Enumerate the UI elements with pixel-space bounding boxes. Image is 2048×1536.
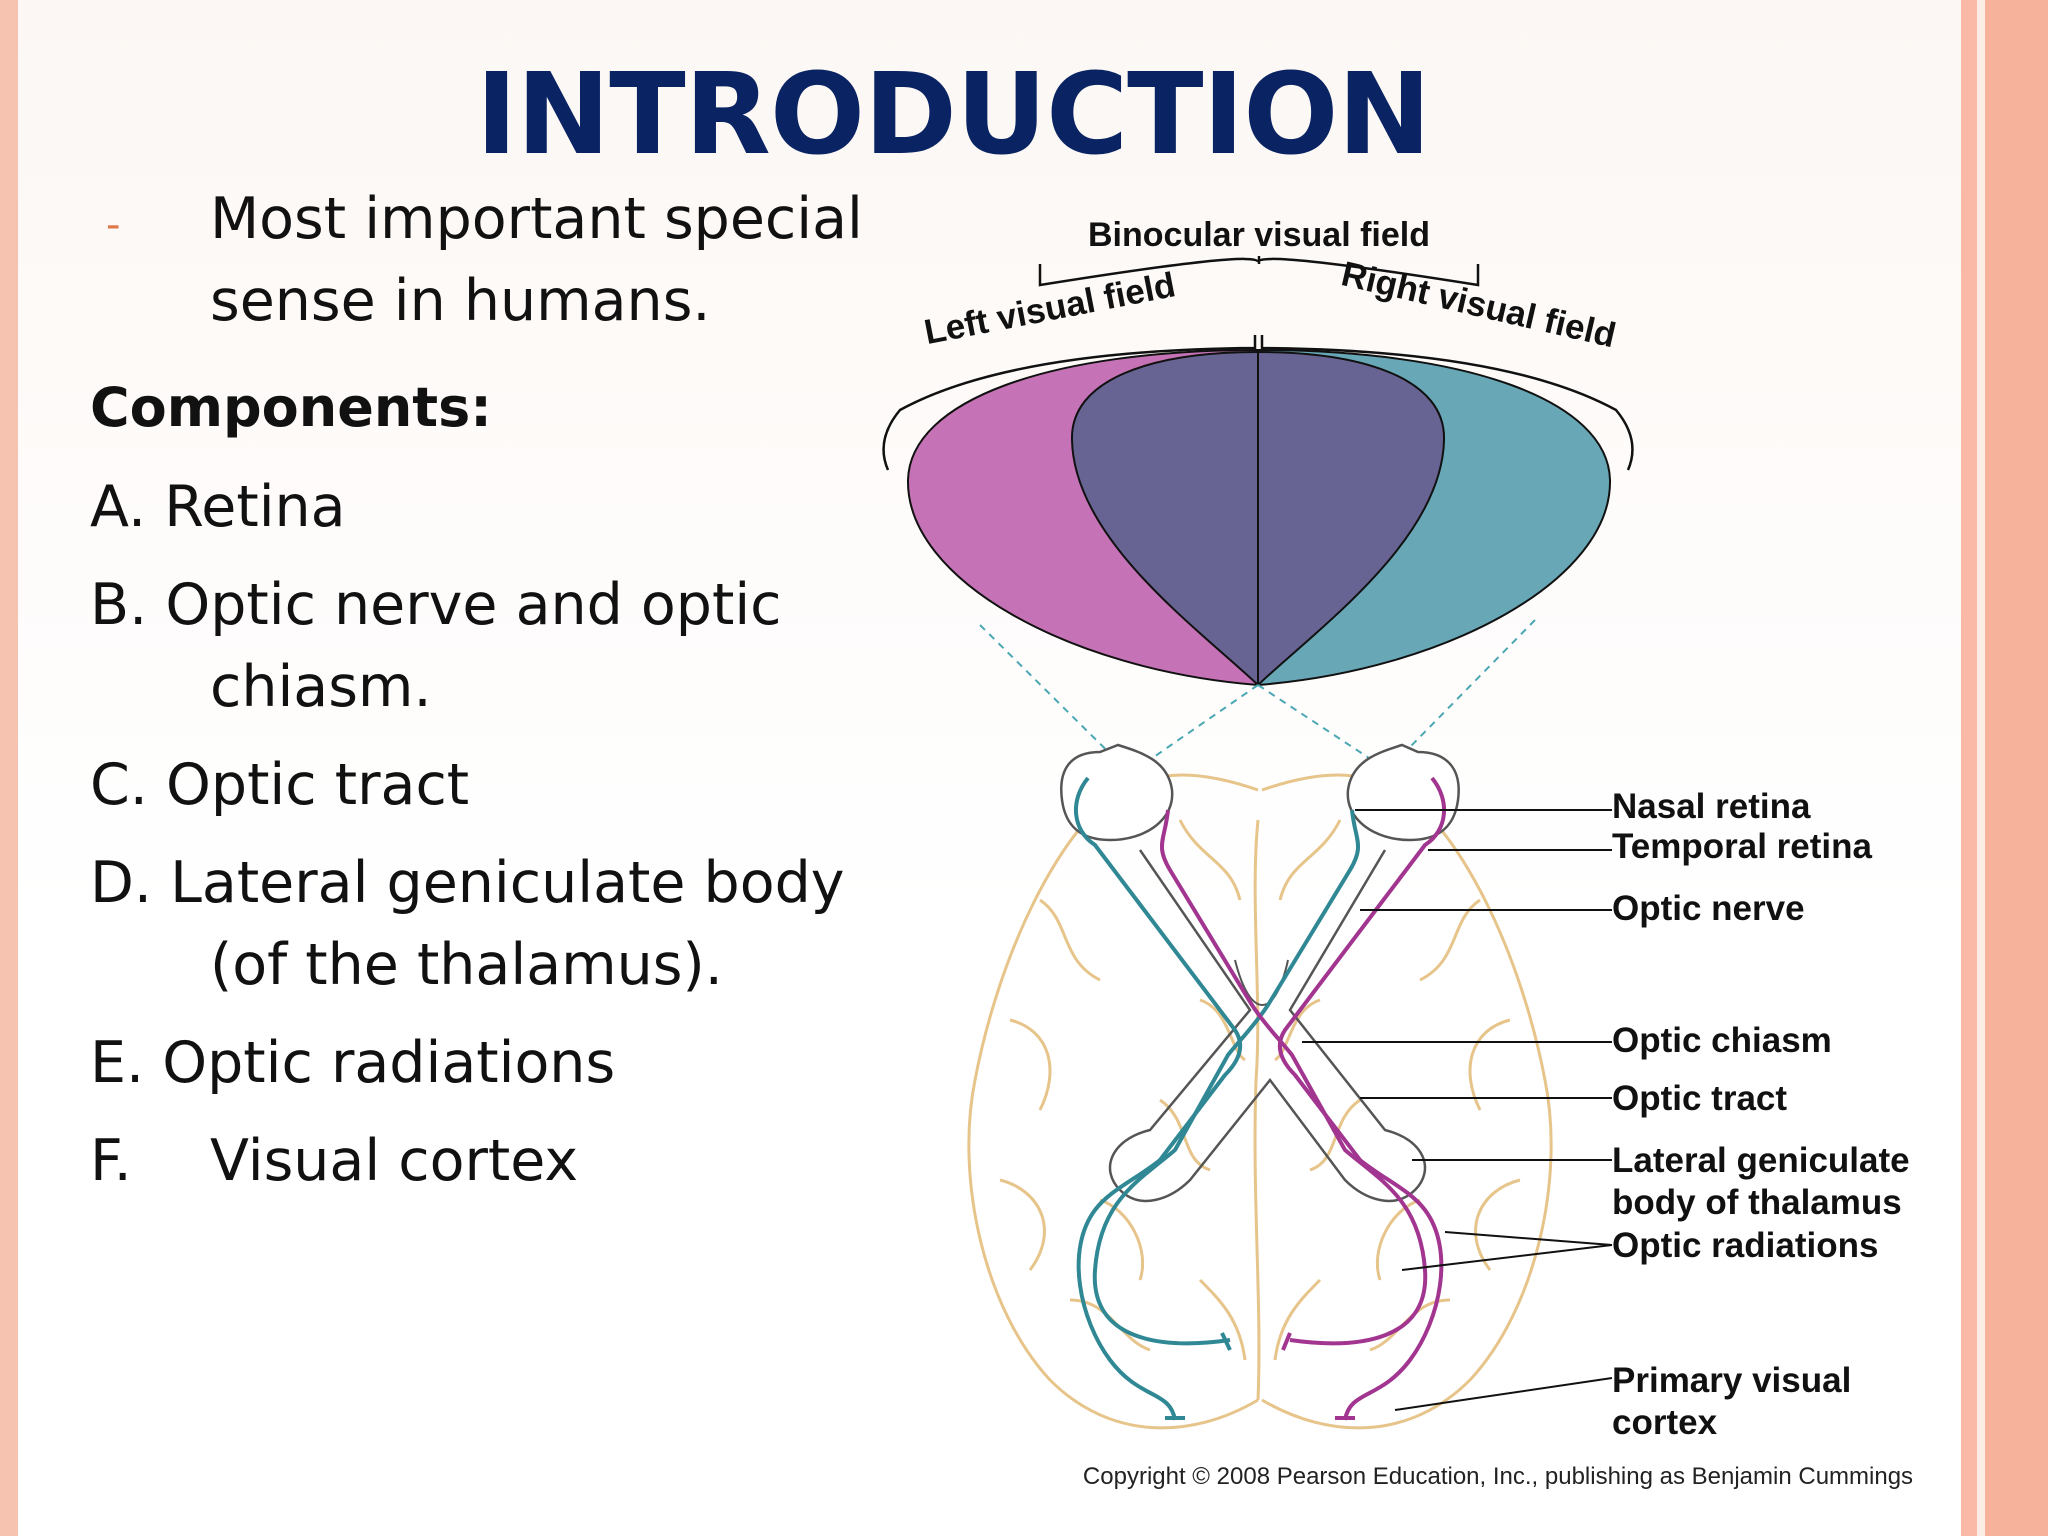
magenta-pathway (1160, 776, 1446, 1421)
slide-title: INTRODUCTION (475, 50, 1431, 180)
brain-outline (967, 773, 1553, 1430)
component-b-line-2: chiasm. (210, 654, 432, 720)
component-a: A. Retina (90, 474, 346, 540)
label-optic-nerve: Optic nerve (1612, 889, 1805, 928)
slide-border-right-outer (1985, 0, 2048, 1536)
slide: INTRODUCTION - Most important special se… (18, 0, 1961, 1536)
label-optic-chiasm: Optic chiasm (1612, 1021, 1832, 1060)
left-field-label: Left visual field (921, 265, 1179, 352)
label-cortex-line-1: Primary visual (1612, 1361, 1851, 1400)
component-b-line-1: B. Optic nerve and optic (90, 572, 782, 638)
slide-border-right-inner (1961, 0, 1977, 1536)
label-lgb-line-2: body of thalamus (1612, 1183, 1902, 1222)
chiasm-outline (1108, 849, 1427, 1203)
label-optic-tract: Optic tract (1612, 1079, 1787, 1118)
left-eye (1060, 743, 1174, 842)
label-cortex-line-2: cortex (1612, 1403, 1718, 1442)
component-c: C. Optic tract (90, 752, 470, 818)
bullet-dash: - (106, 202, 121, 248)
component-d-line-2: (of the thalamus). (210, 932, 723, 998)
right-bracket (1260, 335, 1634, 471)
label-temporal-retina: Temporal retina (1612, 827, 1873, 866)
component-e: E. Optic radiations (90, 1030, 616, 1096)
intro-line-2: sense in humans. (210, 268, 711, 334)
slide-border-right-line (1977, 0, 1985, 1536)
left-bracket (882, 335, 1257, 471)
teal-pathway (1074, 776, 1360, 1421)
leader-lines (1302, 809, 1613, 1411)
copyright-notice: Copyright © 2008 Pearson Education, Inc.… (1083, 1463, 1913, 1490)
label-nasal-retina: Nasal retina (1612, 787, 1811, 826)
binocular-field-label: Binocular visual field (1088, 216, 1430, 254)
components-heading: Components: (90, 376, 492, 439)
label-optic-radiations: Optic radiations (1612, 1226, 1878, 1265)
intro-line-1: Most important special (210, 186, 863, 252)
component-d-line-1: D. Lateral geniculate body (90, 850, 845, 916)
component-f-letter: F. (90, 1128, 132, 1194)
label-lgb-line-1: Lateral geniculate (1612, 1141, 1910, 1180)
slide-border-left (0, 0, 18, 1536)
component-f-text: Visual cortex (210, 1128, 579, 1194)
right-eye (1346, 743, 1460, 842)
